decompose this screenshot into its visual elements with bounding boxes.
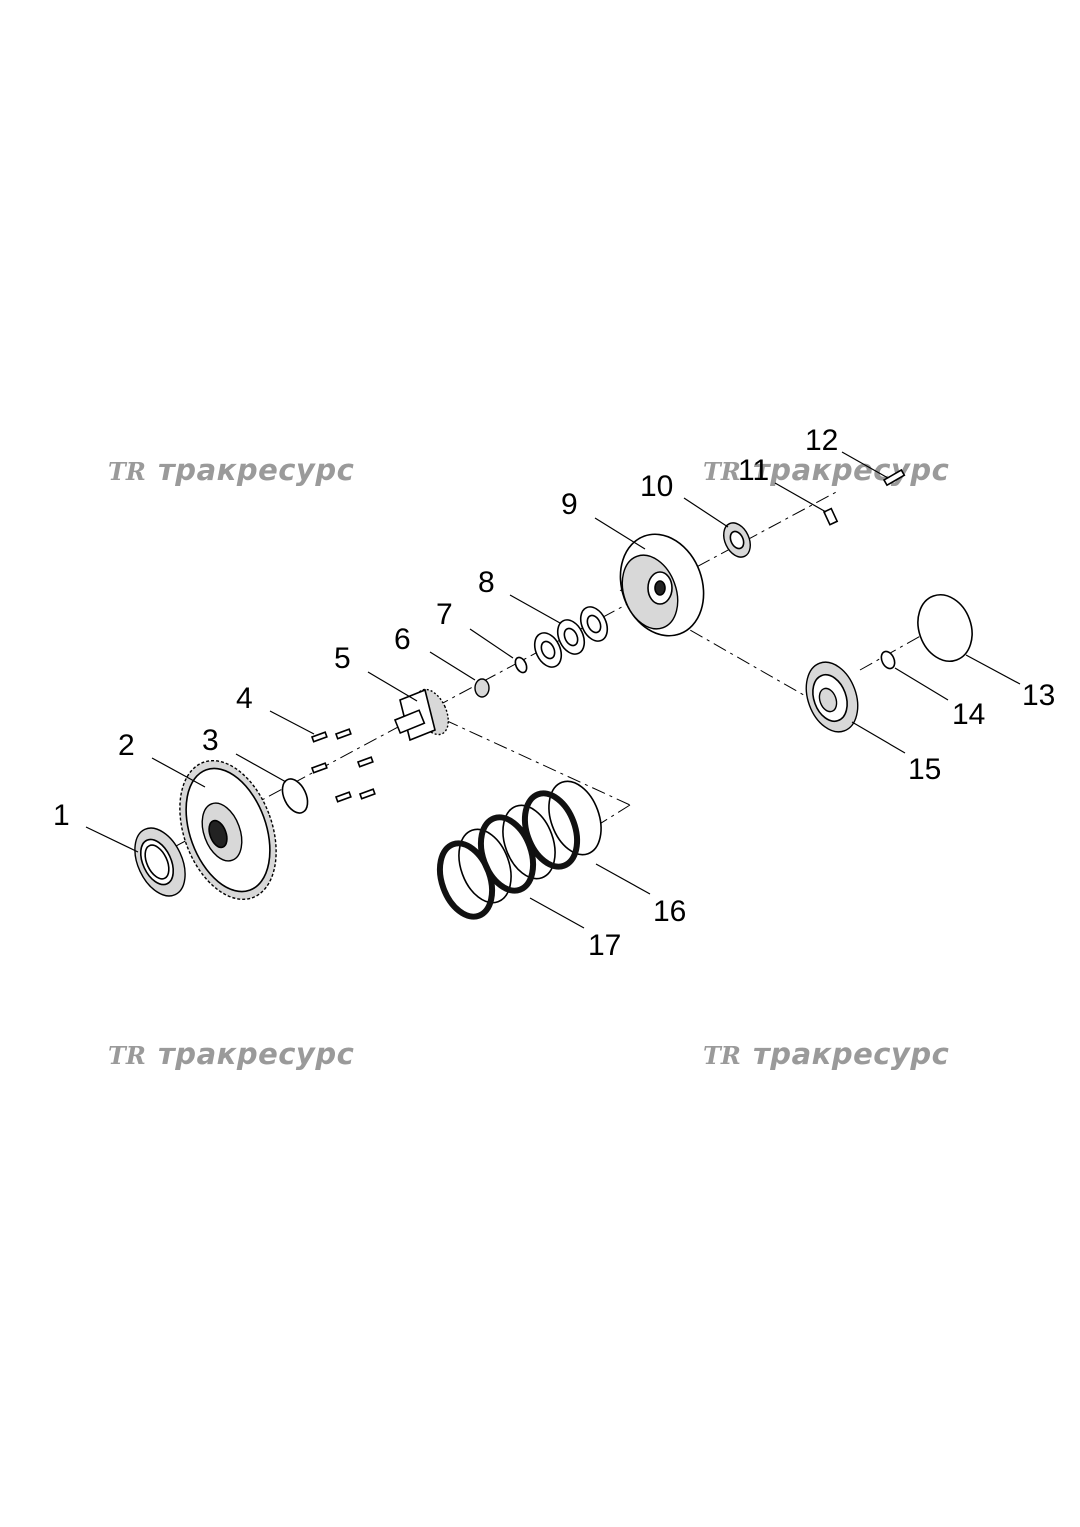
watermark-bottom-left: TR тракресурс bbox=[108, 1037, 354, 1071]
callout-label-17: 17 bbox=[588, 929, 621, 962]
part-13-o-ring bbox=[917, 594, 973, 662]
leader-line-16 bbox=[595, 863, 651, 895]
part-8-washers bbox=[533, 606, 609, 668]
watermark-top-left: TR тракресурс bbox=[108, 453, 354, 487]
watermark-logo: TR bbox=[108, 1041, 146, 1070]
part-5-shaft-gear bbox=[393, 688, 449, 742]
callout-label-13: 13 bbox=[1022, 679, 1055, 712]
callout-label-11: 11 bbox=[738, 454, 769, 487]
part-12-bolt bbox=[882, 468, 906, 487]
part-11-lock-plate bbox=[822, 507, 839, 526]
part-4-pins bbox=[310, 728, 376, 803]
callout-label-2: 2 bbox=[118, 729, 135, 762]
leader-line-17 bbox=[529, 897, 585, 929]
part-14-seal bbox=[880, 650, 896, 670]
part-6-nut bbox=[474, 678, 490, 698]
leader-line-7 bbox=[469, 628, 514, 659]
leader-lines bbox=[85, 451, 1021, 929]
leader-line-6 bbox=[429, 651, 476, 681]
part-7-ring bbox=[514, 656, 528, 674]
callout-label-3: 3 bbox=[202, 724, 219, 757]
leader-line-13 bbox=[965, 654, 1021, 685]
callout-label-14: 14 bbox=[952, 698, 985, 731]
watermark-text: тракресурс bbox=[753, 453, 949, 487]
watermark-top-right: TR тракресурс bbox=[703, 453, 949, 487]
leader-line-14 bbox=[894, 667, 949, 701]
leader-line-5 bbox=[367, 671, 418, 702]
part-10-bearing bbox=[723, 522, 751, 558]
watermark-bottom-right: TR тракресурс bbox=[703, 1037, 949, 1071]
clutch-axis-line bbox=[444, 719, 631, 806]
leader-line-9 bbox=[594, 517, 646, 550]
watermark-text: тракресурс bbox=[158, 1037, 354, 1071]
leader-line-2 bbox=[151, 757, 206, 788]
callout-labels: 1 2 3 4 5 6 7 8 9 10 11 12 13 14 15 16 1… bbox=[53, 424, 1055, 962]
callout-label-5: 5 bbox=[334, 642, 351, 675]
watermark-text: тракресурс bbox=[753, 1037, 949, 1071]
part-1-bearing bbox=[134, 827, 186, 897]
callout-label-15: 15 bbox=[908, 753, 941, 786]
callout-label-9: 9 bbox=[561, 488, 578, 521]
leader-line-1 bbox=[85, 826, 139, 853]
watermark-logo: TR bbox=[703, 457, 741, 486]
callout-label-8: 8 bbox=[478, 566, 495, 599]
callout-label-4: 4 bbox=[236, 682, 253, 715]
leader-line-12 bbox=[841, 451, 889, 479]
leader-line-4 bbox=[269, 710, 315, 735]
watermark-logo: TR bbox=[108, 457, 146, 486]
watermark-logo: TR bbox=[703, 1041, 741, 1070]
part-3-circlip bbox=[281, 778, 309, 814]
part-15-piston bbox=[805, 661, 859, 733]
leader-line-15 bbox=[851, 721, 906, 754]
callout-label-10: 10 bbox=[640, 470, 673, 503]
callout-label-6: 6 bbox=[394, 623, 411, 656]
callout-label-1: 1 bbox=[53, 799, 70, 832]
watermark-text: тракресурс bbox=[158, 453, 354, 487]
leader-line-8 bbox=[509, 594, 561, 624]
part-2-gear bbox=[179, 759, 277, 901]
leader-line-11 bbox=[774, 482, 827, 513]
callout-label-7: 7 bbox=[436, 598, 453, 631]
main-axis-line bbox=[149, 489, 841, 861]
part-17-friction-discs bbox=[436, 790, 581, 920]
part-9-clutch-housing bbox=[619, 533, 705, 637]
leader-line-10 bbox=[683, 497, 729, 528]
callout-label-16: 16 bbox=[653, 895, 686, 928]
leader-line-3 bbox=[235, 753, 287, 783]
callout-label-12: 12 bbox=[805, 424, 838, 457]
